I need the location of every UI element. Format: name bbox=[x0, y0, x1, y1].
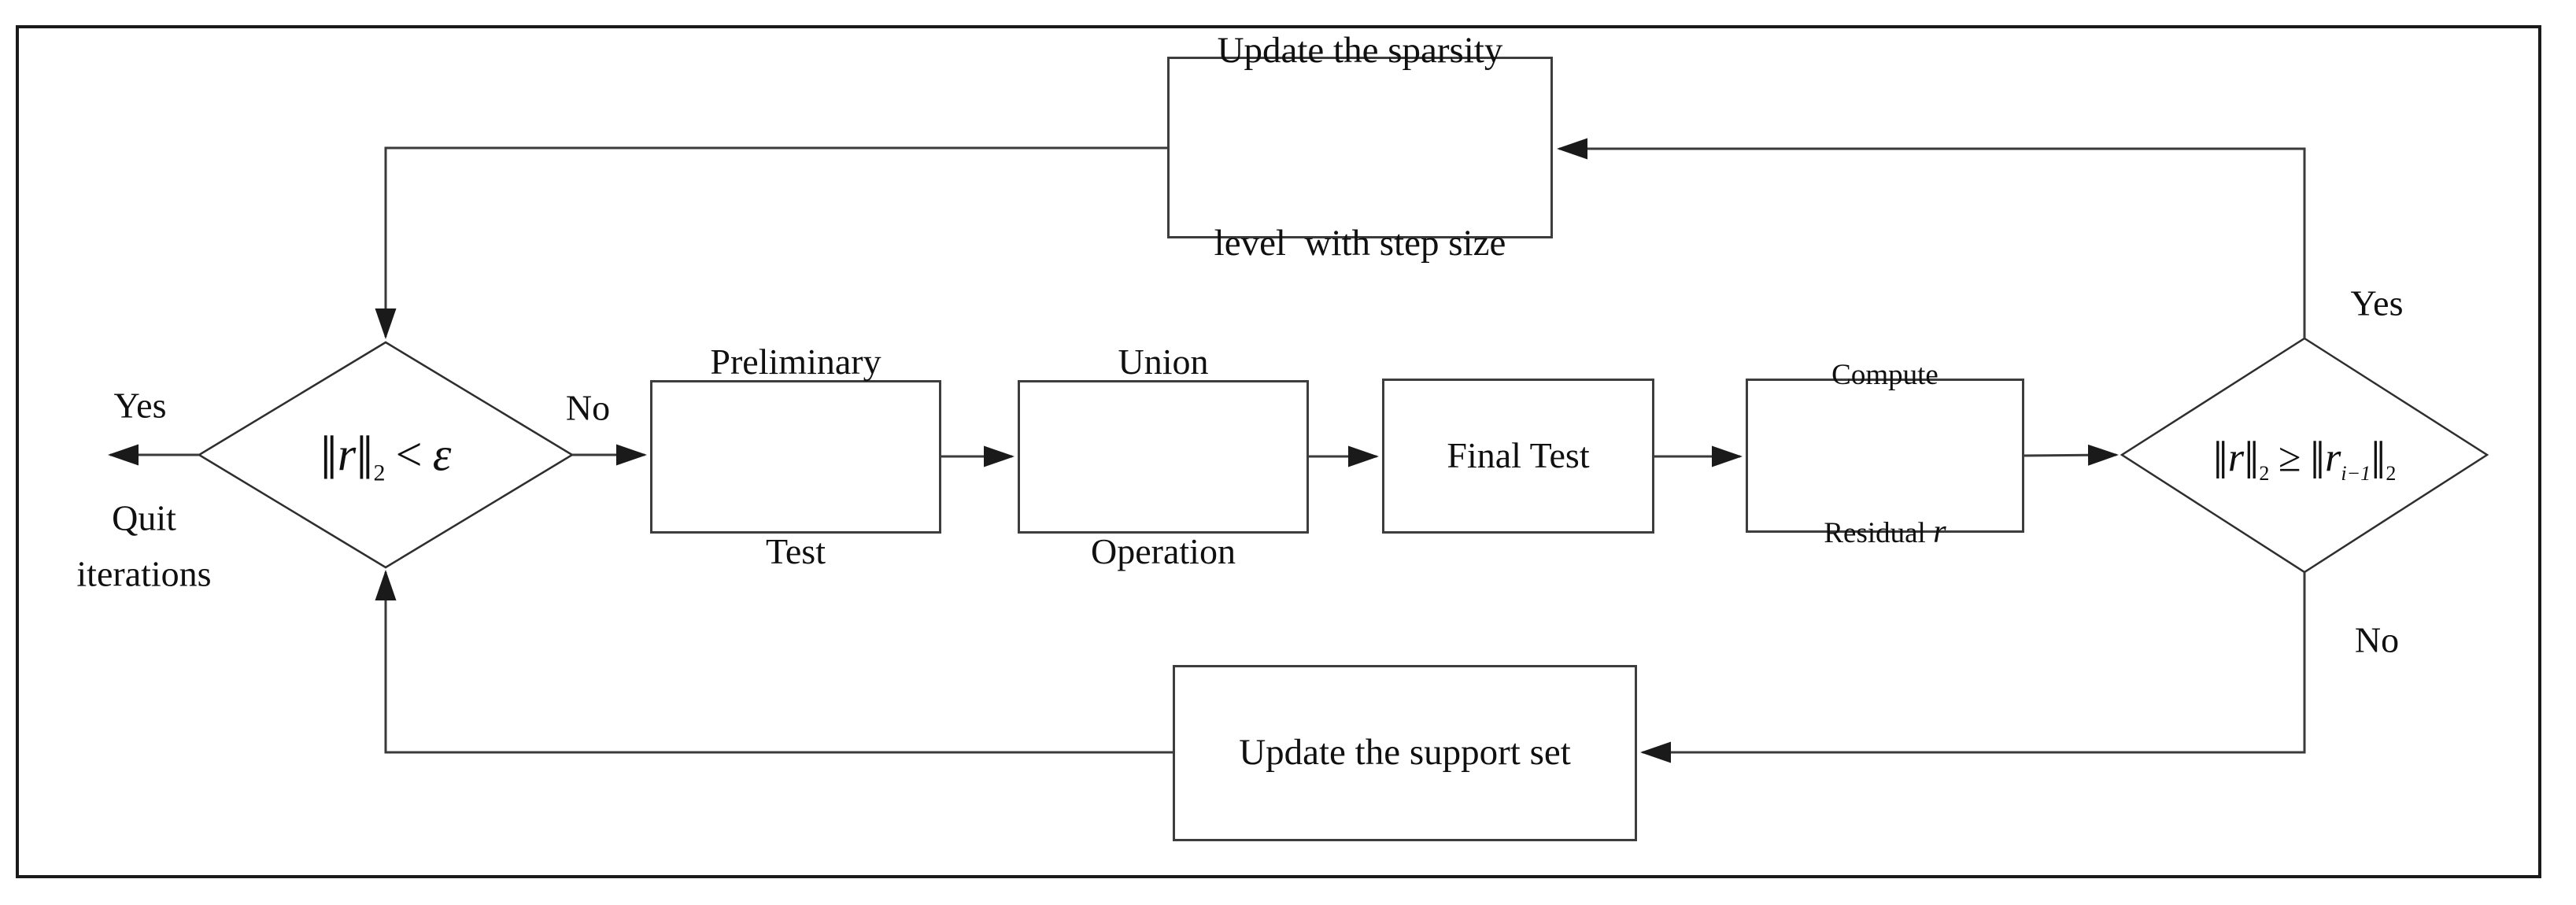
quit-iterations-label: Quit iterations bbox=[76, 490, 211, 603]
final-test-line1: Final Test bbox=[1447, 435, 1590, 476]
outer-frame bbox=[16, 25, 2541, 878]
preliminary-test-line1: Preliminary bbox=[710, 342, 881, 382]
update-sparsity-box: Update the sparsity level with step size bbox=[1167, 30, 1553, 264]
preliminary-test-box: Preliminary Test bbox=[650, 342, 941, 571]
previous-residual-variable: r bbox=[2325, 435, 2341, 481]
compute-residual-line1: Compute bbox=[1831, 359, 1938, 392]
norm-subscript: 2 bbox=[2386, 461, 2397, 485]
norm-bar: ‖ bbox=[2309, 430, 2326, 491]
left-yes-label: Yes bbox=[113, 385, 167, 426]
update-sparsity-label: Update the sparsity level with step size bbox=[1214, 0, 1506, 405]
right-no-label: No bbox=[2354, 619, 2400, 660]
quit-line: Quit bbox=[112, 497, 176, 538]
less-than-operator: < bbox=[395, 428, 423, 481]
iterations-line: iterations bbox=[76, 554, 212, 594]
residual-variable: r bbox=[337, 428, 357, 481]
preliminary-test-label: Preliminary Test bbox=[710, 205, 881, 708]
norm-subscript: 2 bbox=[2259, 461, 2270, 485]
residual-variable: r bbox=[1933, 512, 1946, 550]
final-test-label: Final Test bbox=[1447, 298, 1589, 613]
union-operation-box: Union Operation bbox=[1018, 342, 1309, 571]
update-support-box: Update the support set bbox=[1173, 665, 1637, 841]
left-decision-diamond bbox=[197, 341, 575, 569]
right-yes-label: Yes bbox=[2350, 283, 2404, 323]
left-no-label: No bbox=[565, 387, 611, 428]
residual-variable: r bbox=[2227, 435, 2245, 481]
edge-right-decision-no-to-support bbox=[1640, 572, 2306, 763]
epsilon-variable: ε bbox=[432, 428, 452, 481]
edge-sparsity-to-left-decision bbox=[375, 146, 1167, 339]
update-support-label: Update the support set bbox=[1239, 593, 1571, 905]
right-decision-formula: ‖r‖2≥‖ri−1‖2 bbox=[2213, 434, 2397, 488]
compute-residual-line2-text: Residual bbox=[1824, 516, 1934, 549]
left-decision-formula: ‖r‖2<ε bbox=[320, 427, 452, 489]
final-test-box: Final Test bbox=[1382, 379, 1654, 534]
norm-bar: ‖ bbox=[2212, 430, 2228, 491]
compute-residual-box: Compute Residual r bbox=[1746, 359, 2024, 550]
preliminary-test-line2: Test bbox=[766, 530, 826, 571]
iteration-subscript: i−1 bbox=[2341, 461, 2371, 485]
greater-equal-operator: ≥ bbox=[2278, 435, 2301, 481]
norm-bar: ‖ bbox=[2244, 430, 2260, 491]
norm-bar: ‖ bbox=[356, 423, 374, 493]
edge-right-decision-yes-to-sparsity bbox=[1557, 138, 2306, 338]
update-support-line1: Update the support set bbox=[1239, 732, 1571, 774]
edge-support-to-left-decision bbox=[375, 570, 1173, 754]
compute-residual-line2: Residual r bbox=[1824, 503, 1946, 561]
edge-compute-to-right-decision bbox=[2023, 444, 2119, 466]
norm-bar: ‖ bbox=[2371, 430, 2386, 491]
union-operation-line2: Operation bbox=[1091, 530, 1236, 571]
compute-residual-label: Compute Residual r bbox=[1824, 249, 1946, 663]
norm-subscript: 2 bbox=[373, 460, 386, 486]
norm-bar: ‖ bbox=[320, 423, 338, 493]
union-operation-label: Union Operation bbox=[1091, 205, 1236, 708]
update-sparsity-line2: level with step size bbox=[1214, 223, 1506, 264]
union-operation-line1: Union bbox=[1118, 342, 1209, 382]
update-sparsity-line1: Update the sparsity bbox=[1217, 29, 1503, 71]
